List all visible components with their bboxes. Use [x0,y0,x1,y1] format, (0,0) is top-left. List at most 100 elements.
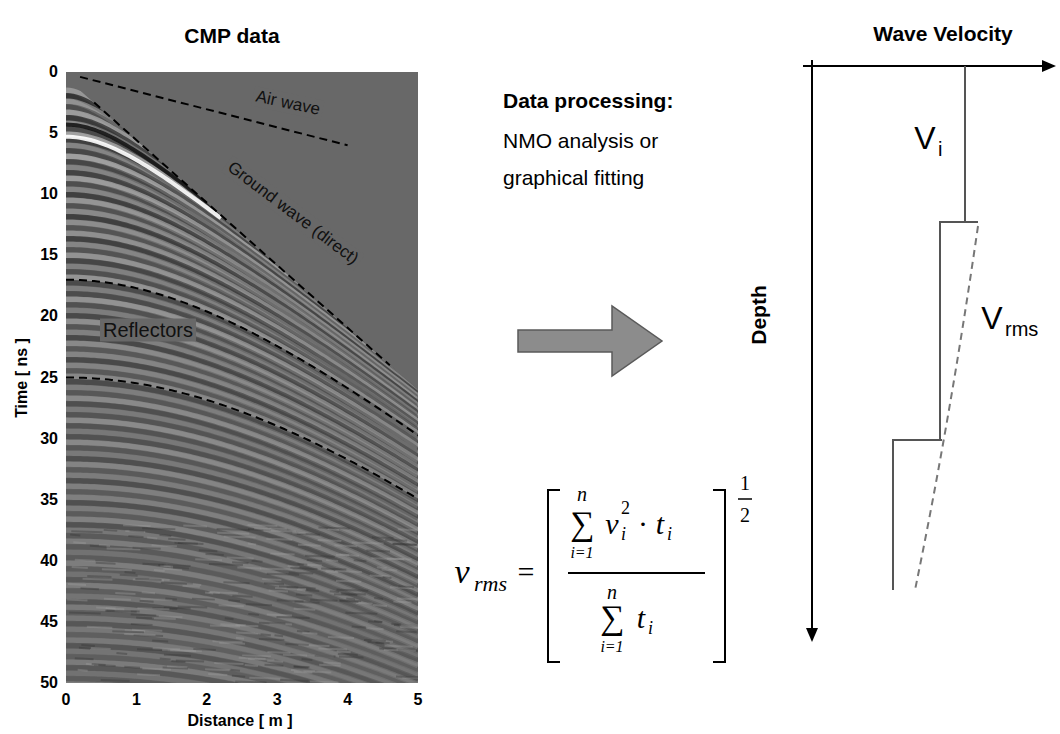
picked-event [94,103,390,366]
trace-noise [96,563,116,564]
trace-noise [366,550,390,551]
trace-noise [336,581,361,582]
trace-noise [183,586,200,587]
trace-noise [383,577,392,578]
trace-noise [354,560,367,561]
formula-symbol: ∑ [600,598,624,637]
trace-noise [75,658,94,659]
trace-noise [124,667,140,668]
trace-noise [323,662,340,663]
trace-noise [266,539,292,540]
trace-noise [217,529,250,530]
trace-noise [209,592,238,593]
trace-noise [261,634,271,635]
trace-bands [66,90,418,683]
trace-noise [67,599,88,600]
axis-tick: 0 [49,63,58,81]
trace-noise [104,599,131,600]
axis-tick: 35 [40,490,58,508]
axis-arrowhead [1042,60,1056,72]
trace-noise [339,600,361,601]
trace-noise [75,560,96,561]
trace-noise [352,627,366,628]
trace-noise [91,648,111,649]
trace-noise [397,598,418,599]
trace-noise [90,546,107,547]
formula-subscript: i [621,524,626,545]
trace-noise [270,554,294,555]
trace-noise [159,616,183,617]
trace-noise [399,586,415,587]
trace-band [66,679,418,683]
trace-noise [252,561,263,562]
trace-noise [116,653,127,654]
trace-noise [147,538,157,539]
trace-noise [168,539,185,540]
trace-noise [209,564,243,565]
trace-noise [302,659,313,660]
axis-tick: 40 [40,552,58,570]
trace-noise [124,634,155,635]
axis-title: Time [ ns ] [13,338,31,418]
formula-symbol: ∑ [570,504,594,543]
trace-noise [224,536,256,537]
trace-noise [87,576,111,577]
trace-noise [187,584,201,585]
trace-noise [92,664,106,665]
trace-noise [307,560,322,561]
trace-noise [142,592,155,593]
trace-noise [393,544,416,545]
trace-noise [263,531,295,532]
formula-limit: n [577,483,587,506]
trace-noise [298,545,321,546]
wave-label: Air wave [251,86,325,120]
formula-subscript: i [667,524,672,545]
velocity-label: V [981,300,1002,337]
trace-noise [152,618,175,619]
trace-noise [275,635,284,636]
trace-noise [318,527,349,528]
trace-noise [79,648,90,649]
formula-symbol: · [638,507,648,542]
axis-tick: 25 [40,368,58,386]
trace-noise [232,562,248,563]
trace-noise [128,536,143,537]
formula-symbol: v [605,507,618,542]
trace-noise [264,583,284,584]
velocity-label: V [914,120,935,157]
formula-subscript: i [648,618,653,639]
trace-noise [262,579,281,580]
interval-velocity-profile [893,66,978,590]
trace-noise [245,665,258,666]
trace-noise [235,681,266,682]
trace-noise [236,638,244,639]
trace-noise [69,613,101,614]
trace-noise [104,530,117,531]
trace-noise [259,623,285,624]
trace-noise [231,670,240,671]
trace-noise [400,625,418,626]
trace-noise [205,669,229,670]
trace-noise [105,611,136,612]
trace-noise [254,528,270,529]
trace-noise [318,540,342,541]
axis-tick: 50 [40,674,58,692]
trace-noise [217,533,249,534]
trace-noise [352,542,384,543]
trace-noise [123,525,151,526]
trace-noise [160,535,172,536]
panel-title: Wave Velocity [873,22,1012,46]
trace-noise [219,605,244,606]
trace-noise [285,644,308,645]
trace-noise [335,571,362,572]
trace-noise [214,663,243,664]
trace-noise [193,649,215,650]
trace-noise [136,617,154,618]
trace-noise [228,600,240,601]
radargram-ground [66,72,418,683]
trace-noise [385,540,407,541]
trace-noise [384,650,416,651]
trace-noise [328,637,354,638]
trace-noise [225,618,234,619]
